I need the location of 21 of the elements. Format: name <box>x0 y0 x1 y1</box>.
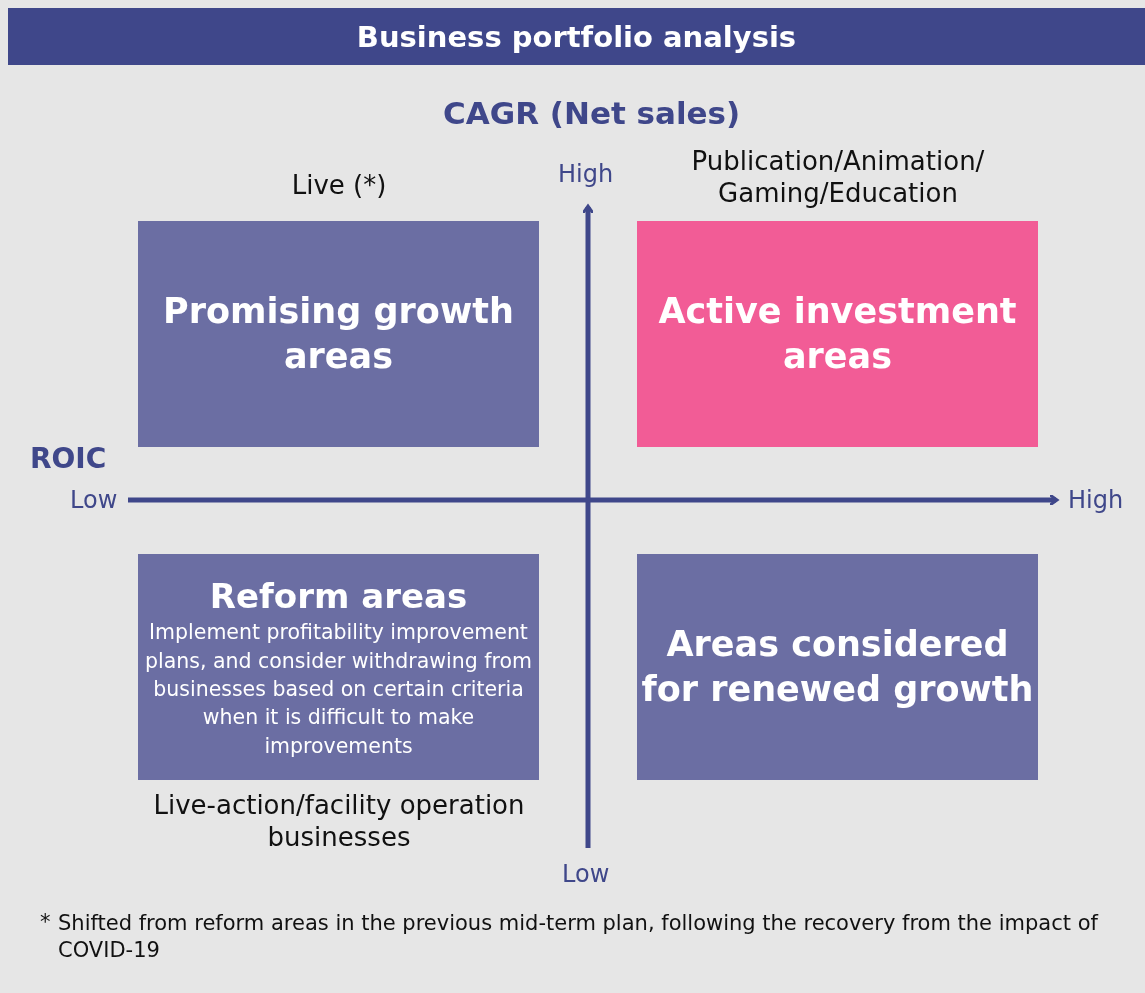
axis-title: ROIC <box>30 442 107 475</box>
quadrant-box <box>138 221 539 447</box>
quadrant-heading: Active investment areas <box>657 289 1018 378</box>
quadrant-description: Implement profitability improvement plans, and consider withdrawing from businesses based on certain criteria when it is difficult to make improvements <box>144 619 533 760</box>
axis-title: CAGR (Net sales) <box>443 95 741 131</box>
quadrant-box <box>637 554 1038 780</box>
business-label: Publication/Animation/ Gaming/Education <box>690 146 986 210</box>
axis-tick-label: High <box>558 160 614 188</box>
footnote-text: Shifted from reform areas in the previous mid-term plan, following the recovery from the impact of COVID-19 <box>58 910 1100 965</box>
axis-tick-label: High <box>1068 486 1124 514</box>
business-label: Live (*) <box>290 170 388 202</box>
axis-tick-label: Low <box>562 860 610 888</box>
title-banner: Business portfolio analysis <box>8 8 1145 65</box>
business-label: Live-action/facility operation businesses <box>152 790 526 854</box>
quadrant-box <box>637 221 1038 447</box>
quadrant-heading: Areas considered for renewed growth <box>641 622 1034 711</box>
axis-tick-label: Low <box>70 486 118 514</box>
quadrant-heading: Promising growth areas <box>162 289 515 378</box>
footnote-mark: * <box>40 910 51 934</box>
quadrant-box <box>138 554 539 780</box>
quadrant-heading: Reform areas <box>209 575 468 619</box>
